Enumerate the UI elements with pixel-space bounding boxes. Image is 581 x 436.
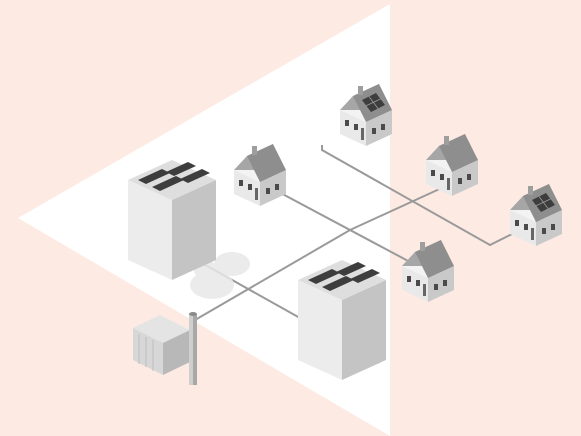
factory-icon bbox=[133, 312, 197, 385]
apartment-building-center bbox=[298, 260, 386, 380]
house-far-east-solar bbox=[510, 184, 562, 246]
house-east bbox=[426, 134, 478, 196]
house-south bbox=[402, 240, 454, 302]
network-line-west bbox=[259, 181, 426, 271]
apartment-building-west bbox=[128, 160, 216, 280]
